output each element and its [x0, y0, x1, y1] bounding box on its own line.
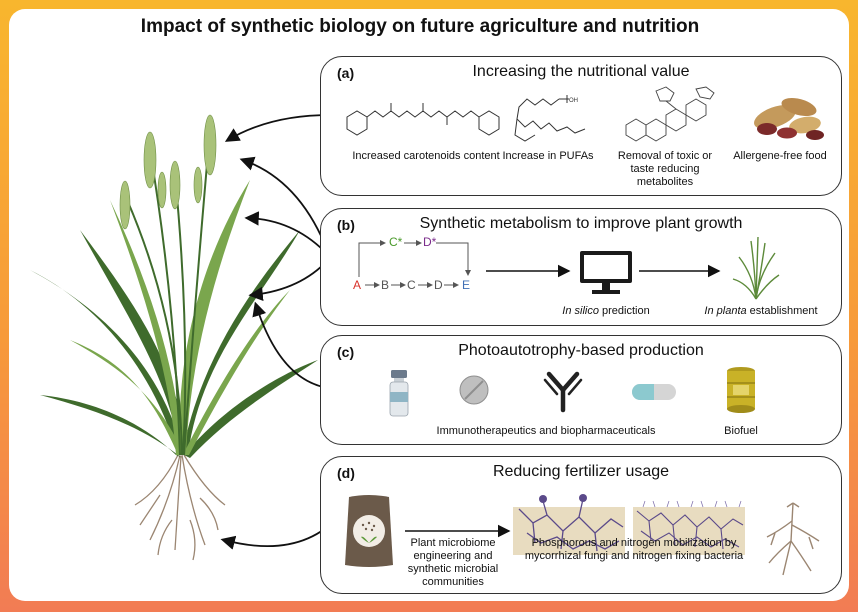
metabolite-d-star: D* [423, 235, 437, 249]
caption-microbiome: Plant microbiome engineering and synthet… [407, 537, 499, 588]
carotenoid-molecule [346, 103, 500, 136]
panel-c-label: (c) [337, 344, 355, 360]
caption-mobilization: Phosphorous and nitrogen mobilization by… [524, 537, 744, 562]
soil-fungi-icon [513, 494, 625, 555]
caption-immunotherapeutics: Immunotherapeutics and biopharmaceutical… [436, 425, 656, 437]
figure-title: Impact of synthetic biology on future ag… [140, 16, 700, 37]
metabolite-b: B [381, 278, 390, 292]
panel-photoautotrophy: (c) Photoautotrophy-based production Imm [320, 335, 842, 445]
caption-insilico-italic: In silico [562, 305, 599, 317]
pufa-molecule: OH [514, 95, 586, 142]
capsule-icon [632, 384, 676, 400]
panel-d-label: (d) [337, 465, 355, 481]
caption-toxic-metabolites: Removal of toxic or taste reducing metab… [617, 150, 713, 188]
metabolite-a: A [353, 278, 362, 292]
caption-pufas: Increase in PUFAs [502, 150, 594, 162]
seedling-icon [732, 236, 780, 300]
peanut-icon [754, 97, 824, 140]
caption-carotenoids: Increased carotenoids content [352, 150, 500, 162]
barrel-icon [727, 367, 755, 413]
root-icon [766, 502, 820, 576]
panel-fertilizer: (d) Reducing fertilizer usage Plant micr… [320, 456, 842, 594]
panel-b-label: (b) [337, 217, 355, 233]
pathway-arrows [358, 240, 721, 288]
caption-biofuel: Biofuel [724, 425, 758, 437]
panel-synthetic-metabolism: (b) Synthetic metabolism to improve plan… [320, 208, 842, 326]
caption-inplanta-rest: establishment [746, 305, 818, 317]
svg-text:OH: OH [569, 98, 578, 104]
computer-icon [580, 251, 632, 294]
panel-d-title: Reducing fertilizer usage [492, 463, 670, 480]
caption-insilico-rest: prediction [598, 305, 650, 317]
metabolite-d: D [434, 278, 443, 292]
metabolite-c-star: C* [389, 235, 403, 249]
metabolite-e: E [462, 278, 471, 292]
soil-network-icon [633, 500, 745, 555]
panel-a-title: Increasing the nutritional value [472, 63, 690, 80]
fertilizer-bag-icon [345, 495, 393, 567]
caption-inplanta: In planta establishment [691, 305, 831, 318]
fertilizer-arrow [405, 524, 511, 538]
panel-nutritional-value: (a) Increasing the nutritional value Inc… [320, 56, 842, 196]
panel-a-label: (a) [337, 65, 355, 81]
vial-icon [389, 370, 409, 417]
caption-inplanta-italic: In planta [704, 305, 747, 317]
pill-icon [459, 375, 489, 405]
antibody-icon [543, 371, 583, 413]
steroid-molecule [625, 86, 715, 142]
panel-b-title: Synthetic metabolism to improve plant gr… [419, 215, 743, 232]
metabolite-c: C [407, 278, 416, 292]
caption-allergene-free: Allergene-free food [733, 150, 827, 162]
caption-insilico: In silico prediction [546, 305, 666, 318]
panel-c-title: Photoautotrophy-based production [458, 342, 704, 359]
